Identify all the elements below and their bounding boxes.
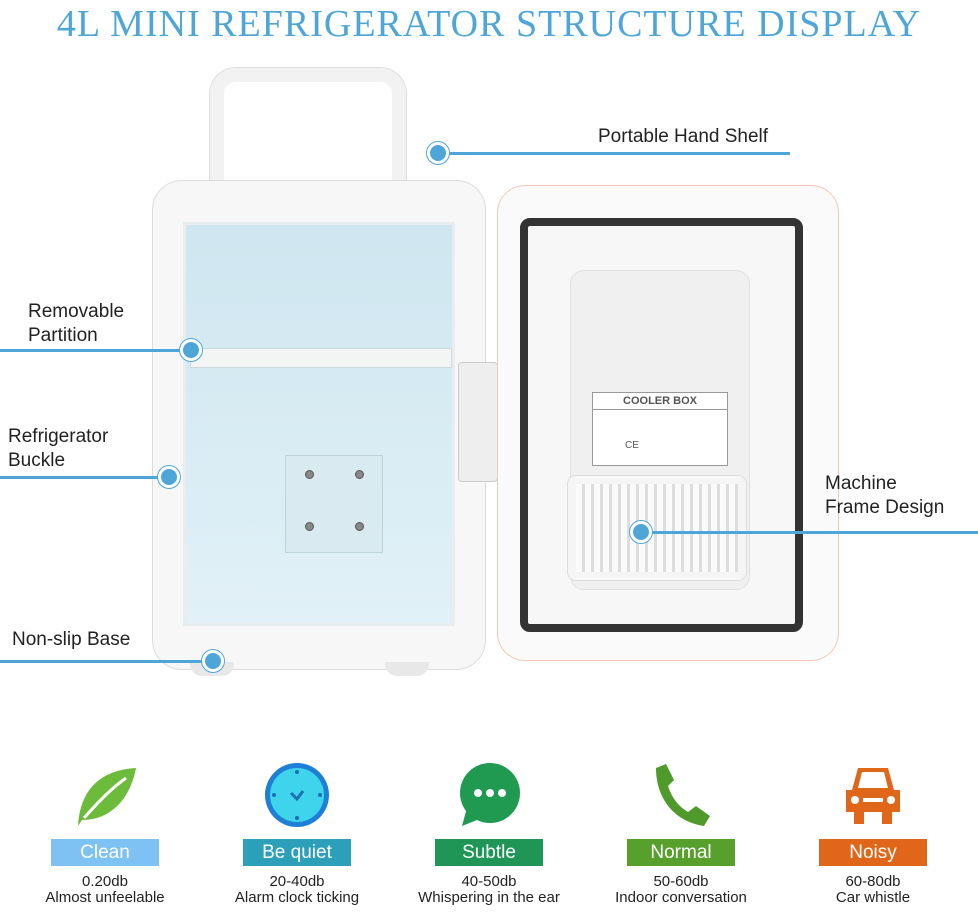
vent-grille	[568, 476, 746, 580]
level-db: 60-80db	[845, 873, 901, 890]
screw	[305, 522, 314, 531]
label-portable-hand-shelf: Portable Hand Shelf	[598, 126, 769, 147]
feature-be-quiet: Be quiet 20-40db Alarm clock ticking	[222, 760, 372, 906]
fridge-handle	[210, 68, 406, 198]
callout-line	[0, 476, 168, 479]
label-line: Refrigerator	[8, 426, 109, 447]
level-desc: Almost unfeelable	[45, 889, 165, 906]
level-desc: Whispering in the ear	[418, 889, 560, 906]
noise-levels: Clean 0.20db Almost unfeelable Be quiet …	[30, 760, 948, 906]
feature-subtle: Subtle 40-50db Whispering in the ear	[414, 760, 564, 906]
clock-icon	[265, 763, 329, 827]
car-icon	[846, 768, 900, 824]
level-db: 0.20db	[82, 873, 128, 890]
level-badge: Subtle	[435, 839, 543, 866]
fan-grille	[285, 455, 383, 553]
ce-mark: CE	[625, 440, 639, 451]
label-line: Machine	[825, 473, 897, 494]
label-line: Removable	[28, 301, 125, 322]
screw	[355, 522, 364, 531]
level-badge: Clean	[51, 839, 159, 866]
level-db: 20-40db	[269, 873, 325, 890]
feature-noisy: Noisy 60-80db Car whistle	[798, 760, 948, 906]
level-badge: Noisy	[819, 839, 927, 866]
feature-normal: Normal 50-60db Indoor conversation	[606, 760, 756, 906]
callout-dot	[180, 339, 202, 361]
level-desc: Alarm clock ticking	[234, 889, 360, 906]
label-line: Frame Design	[825, 497, 945, 518]
screw	[355, 470, 364, 479]
screw	[305, 470, 314, 479]
label-non-slip-base: Non-slip Base	[12, 629, 131, 650]
level-desc: Indoor conversation	[615, 889, 747, 906]
callout-line	[640, 531, 978, 534]
phone-icon	[656, 764, 710, 826]
label-plate: COOLER BOX CE	[592, 392, 728, 466]
leaf-icon	[78, 768, 136, 826]
level-db: 50-60db	[653, 873, 709, 890]
feature-clean: Clean 0.20db Almost unfeelable	[30, 760, 180, 906]
page-title: 4L MINI REFRIGERATOR STRUCTURE DISPLAY	[56, 3, 922, 45]
callout-dot	[630, 521, 652, 543]
hinge	[458, 362, 498, 482]
level-desc: Car whistle	[835, 889, 911, 906]
callout-dot	[158, 466, 180, 488]
removable-partition	[190, 348, 452, 368]
callout-dot	[427, 142, 449, 164]
label-heading: COOLER BOX	[593, 393, 727, 410]
level-db: 40-50db	[461, 873, 517, 890]
callout-line	[437, 152, 790, 155]
level-badge: Normal	[627, 839, 735, 866]
label-line: Partition	[28, 325, 98, 346]
label-line: Buckle	[8, 450, 66, 471]
callout-line	[0, 660, 212, 663]
fridge-feet	[385, 662, 429, 676]
chat-bubble-icon	[460, 763, 520, 826]
callout-line	[0, 349, 190, 352]
level-badge: Be quiet	[243, 839, 351, 866]
callout-dot	[202, 650, 224, 672]
fridge-interior	[183, 222, 455, 626]
